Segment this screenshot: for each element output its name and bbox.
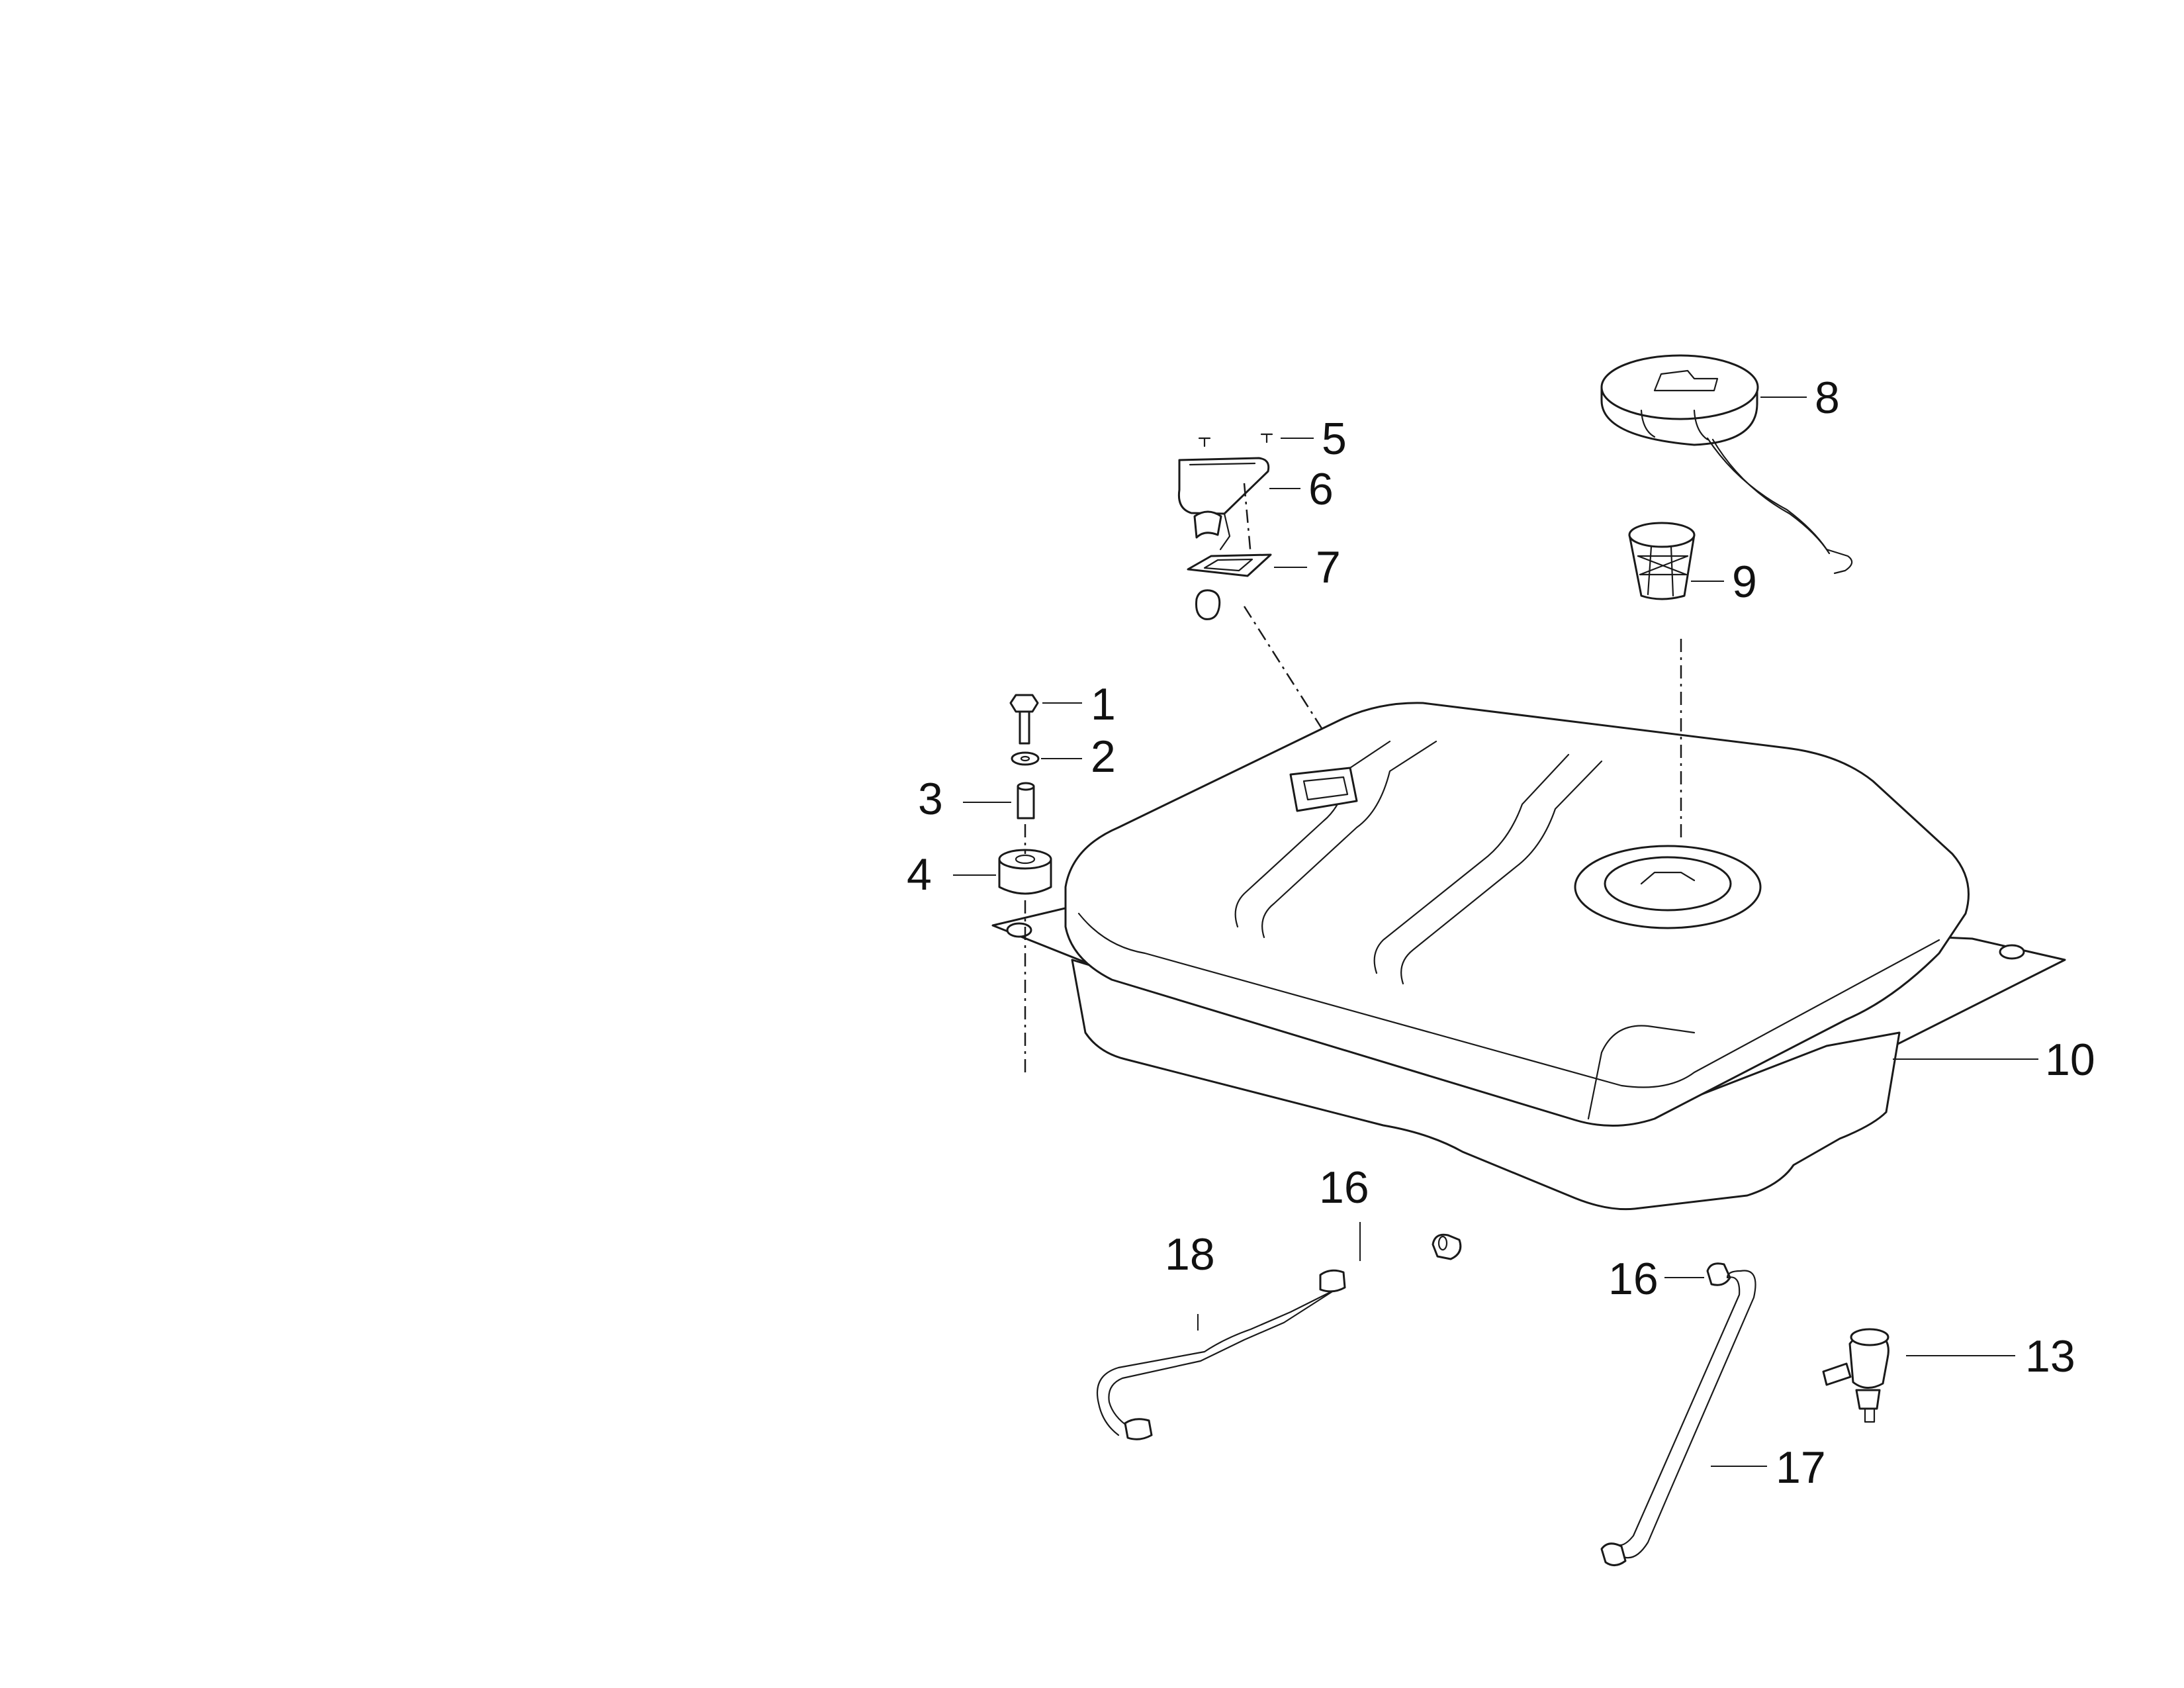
callout-3: 3 (918, 774, 943, 824)
callout-16-lower: 16 (1608, 1254, 1659, 1304)
callout-6: 6 (1308, 464, 1334, 514)
callout-17: 17 (1776, 1442, 1826, 1493)
callout-16-upper: 16 (1319, 1162, 1369, 1213)
callout-10: 10 (2045, 1035, 2095, 1085)
washer[interactable] (1011, 751, 1040, 766)
callout-18: 18 (1165, 1229, 1215, 1280)
screws[interactable] (1198, 433, 1273, 447)
callout-9: 9 (1732, 557, 1757, 607)
callout-8: 8 (1815, 373, 1840, 423)
collar[interactable] (1017, 782, 1035, 820)
callout-1: 1 (1091, 679, 1116, 729)
callout-5: 5 (1322, 414, 1347, 464)
fuel-valve[interactable] (1822, 1328, 1889, 1423)
gasket[interactable] (1187, 553, 1272, 620)
callout-7: 7 (1316, 542, 1341, 592)
hose-clamp-upper[interactable] (1432, 1233, 1462, 1260)
fuel-hose[interactable] (1600, 1270, 1756, 1566)
fuel-tank[interactable] (991, 702, 2066, 1211)
callout-13: 13 (2025, 1331, 2075, 1382)
hose-clamp-lower[interactable] (1706, 1262, 1731, 1286)
callout-2: 2 (1091, 731, 1116, 782)
fuel-hose-long[interactable] (1096, 1269, 1346, 1440)
bolt[interactable] (1009, 694, 1039, 745)
callout-4: 4 (907, 849, 932, 900)
fuel-strainer[interactable] (1628, 522, 1696, 600)
fuel-gauge[interactable] (1177, 457, 1270, 551)
rubber-grommet[interactable] (998, 849, 1052, 895)
fuel-cap[interactable] (1600, 354, 1853, 575)
